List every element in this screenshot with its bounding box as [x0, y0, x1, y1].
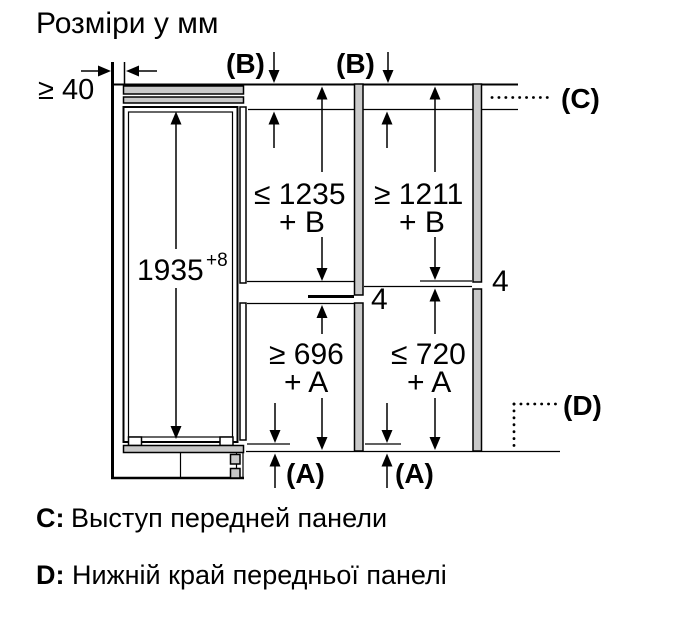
- base-fitting-2: [229, 467, 241, 479]
- appliance-height-tolerance: +8: [206, 250, 228, 271]
- front-panel-right-lower: [472, 288, 483, 452]
- a-label-right: (A): [395, 458, 434, 489]
- a-arrow-left: [269, 403, 281, 488]
- appliance-top-rail-1: [122, 85, 245, 95]
- front-panel-left: [353, 83, 364, 452]
- appliance-foot-right: [219, 436, 234, 447]
- a-label-left: (A): [286, 458, 325, 489]
- b-label-right: (B): [336, 48, 375, 79]
- min-gap-arrows: [81, 65, 157, 77]
- front-panel-right-upper: [472, 83, 483, 283]
- appliance-height-label: 1935: [137, 254, 204, 287]
- diagram-title: Розміри у мм: [36, 7, 218, 40]
- min-gap-label: ≥ 40: [38, 74, 94, 106]
- b-arrow-left: [268, 52, 280, 148]
- upper-right-dimension-suffix: + B: [399, 206, 445, 239]
- dim-696-arrow: [316, 305, 328, 450]
- front-panel-left-lower: [353, 302, 364, 452]
- front-panel-right: [472, 83, 483, 452]
- appliance-foot-left: [127, 436, 143, 447]
- appliance-base-rail: [122, 444, 245, 454]
- base-fitting-1: [229, 453, 241, 465]
- upper-left-dimension-suffix: + B: [279, 206, 325, 239]
- dim-1935-arrow: [170, 111, 182, 439]
- gap-label-right: 4: [492, 265, 509, 298]
- c-label: (C): [561, 83, 600, 114]
- dim-1211-arrow: [429, 86, 441, 280]
- lower-left-dimension: ≥ 696: [269, 338, 344, 371]
- upper-left-dimension: ≤ 1235: [254, 178, 346, 211]
- dim-1235-arrow: [316, 86, 328, 281]
- lower-right-dimension-suffix: + A: [407, 366, 451, 399]
- front-panel-left-upper: [353, 83, 364, 296]
- a-arrow-right: [381, 403, 393, 488]
- reference-lines: [111, 83, 560, 453]
- appliance-inner-wall: [127, 111, 234, 438]
- b-label-left: (B): [226, 48, 265, 79]
- upper-right-dimension: ≥ 1211: [374, 178, 463, 211]
- appliance: [122, 85, 247, 479]
- dim-720-arrow: [429, 288, 441, 450]
- appliance-top-rail-2: [122, 96, 245, 104]
- leader-lines: [490, 96, 558, 451]
- d-label: (D): [563, 390, 602, 421]
- legend-c-text: Выступ передней панели: [71, 503, 387, 533]
- gap-label-left: 4: [371, 283, 388, 316]
- appliance-upper-door: [239, 106, 247, 284]
- b-arrow-right: [381, 52, 394, 148]
- appliance-body: [122, 106, 239, 443]
- lower-right-dimension: ≤ 720: [391, 338, 466, 371]
- appliance-lower-door: [239, 302, 247, 441]
- legend-d-key: D:: [36, 560, 65, 590]
- lower-left-dimension-suffix: + A: [284, 366, 328, 399]
- legend-d-text: Нижній край передньої панелі: [72, 560, 447, 590]
- legend-c-key: C:: [36, 503, 65, 533]
